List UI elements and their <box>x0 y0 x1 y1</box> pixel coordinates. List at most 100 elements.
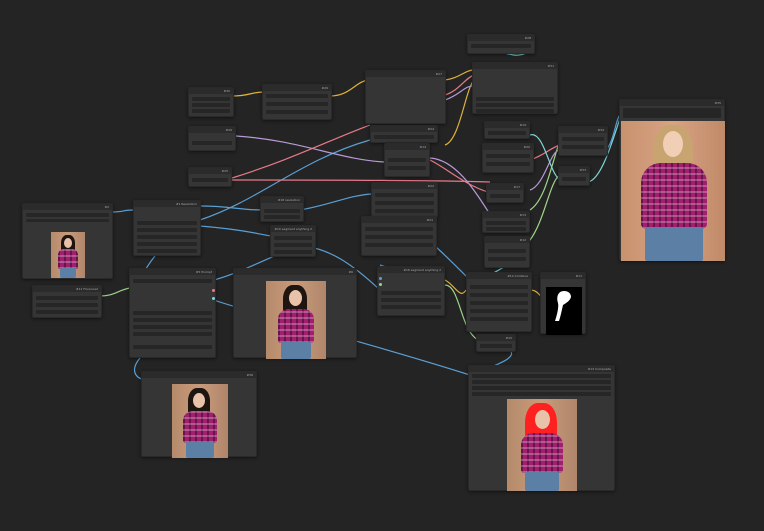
widget-row[interactable] <box>562 137 604 141</box>
widget-row[interactable] <box>133 318 212 322</box>
node-small-right-1[interactable]: #34 <box>558 126 608 156</box>
widget-row[interactable] <box>137 235 197 239</box>
node-preview-main[interactable]: #6 <box>233 268 357 359</box>
widget-row[interactable] <box>266 94 328 98</box>
widget-row[interactable] <box>486 154 530 158</box>
widget-row[interactable] <box>488 249 526 253</box>
widget-row[interactable] <box>472 386 611 390</box>
node-small-a[interactable]: #29 <box>188 126 236 151</box>
node-small-bottom[interactable]: #15 <box>476 334 516 352</box>
widget-row[interactable] <box>486 221 526 225</box>
widget-row[interactable] <box>274 236 312 240</box>
widget-row[interactable] <box>381 291 441 295</box>
node-processor[interactable]: #5 Prompt <box>129 268 216 358</box>
node-small-b[interactable]: #25 <box>188 167 232 187</box>
widget-row[interactable] <box>365 243 433 247</box>
widget-row[interactable] <box>137 228 197 232</box>
node-image-input[interactable]: #2 <box>22 203 113 279</box>
widget-row[interactable] <box>36 296 98 300</box>
widget-row[interactable] <box>472 374 611 378</box>
widget-row[interactable] <box>192 141 232 145</box>
widget-row[interactable] <box>192 109 230 113</box>
node-load-1[interactable]: #30 <box>188 87 234 117</box>
node-right-top[interactable]: #31 <box>472 62 558 114</box>
widget-row[interactable] <box>470 309 528 313</box>
widget-row[interactable] <box>470 301 528 305</box>
widget-row[interactable] <box>476 97 554 101</box>
widget-row[interactable] <box>137 221 197 225</box>
widget-row[interactable] <box>264 215 300 219</box>
widget-row[interactable] <box>266 102 328 106</box>
node-mid-2[interactable]: #22 <box>371 182 438 218</box>
widget-row[interactable] <box>375 193 434 197</box>
widget-row[interactable] <box>133 279 212 283</box>
node-load-2[interactable]: #26 <box>262 84 332 120</box>
node-segment-anything-1[interactable]: #10 segment anything 2 <box>270 225 316 257</box>
widget-row[interactable] <box>488 257 526 261</box>
widget-row[interactable] <box>623 108 721 118</box>
widget-row[interactable] <box>274 250 312 254</box>
node-composite[interactable]: #13 Composite <box>468 365 615 491</box>
widget-row[interactable] <box>264 209 300 213</box>
node-right-stack-5[interactable]: #12 <box>484 236 530 268</box>
widget-row[interactable] <box>137 242 197 246</box>
node-mid-1[interactable]: #14 <box>384 143 430 177</box>
node-resolution[interactable]: #1 Resolution <box>133 200 201 256</box>
widget-row[interactable] <box>192 97 230 101</box>
widget-row[interactable] <box>133 311 212 315</box>
widget-row[interactable] <box>133 325 212 329</box>
node-small-right-2[interactable]: #33 <box>558 166 590 186</box>
node-small-c[interactable]: #24 <box>370 125 438 143</box>
node-mask-preview[interactable]: #11 <box>540 272 586 335</box>
widget-row[interactable] <box>36 303 98 307</box>
widget-row[interactable] <box>472 392 611 396</box>
widget-row[interactable] <box>36 310 98 314</box>
node-mid-3[interactable]: #21 <box>361 216 437 256</box>
widget-row[interactable] <box>470 293 528 297</box>
node-top-small[interactable]: #28 <box>467 34 535 54</box>
node-big-center[interactable]: #27 <box>365 70 446 124</box>
widget-row[interactable] <box>374 135 434 139</box>
node-preview-low[interactable]: #36 <box>141 371 257 458</box>
widget-row[interactable] <box>26 219 109 222</box>
widget-row[interactable] <box>562 145 604 149</box>
widget-row[interactable] <box>471 44 531 48</box>
widget-row[interactable] <box>192 103 230 107</box>
widget-row[interactable] <box>388 166 426 170</box>
widget-row[interactable] <box>133 345 212 349</box>
widget-row[interactable] <box>388 158 426 162</box>
widget-row[interactable] <box>486 162 530 166</box>
node-right-stack-2[interactable]: #20 <box>482 143 534 173</box>
node-segment-anything-3[interactable]: #16 segment anything 2 <box>377 266 445 316</box>
widget-row[interactable] <box>476 103 554 107</box>
widget-row[interactable] <box>137 249 197 253</box>
widget-row[interactable] <box>488 131 526 135</box>
widget-row[interactable] <box>470 317 528 321</box>
widget-row[interactable] <box>365 227 433 231</box>
node-output-top[interactable]: #35 <box>619 99 725 261</box>
widget-row[interactable] <box>133 332 212 336</box>
widget-row[interactable] <box>476 109 554 113</box>
node-florence2[interactable]: #11 Florence2 <box>32 285 102 318</box>
widget-row[interactable] <box>266 110 328 114</box>
node-right-stack-4[interactable]: #13 <box>482 211 530 233</box>
node-small-resolution[interactable]: #18 resolution <box>260 196 304 222</box>
widget-row[interactable] <box>480 344 512 348</box>
widget-row[interactable] <box>486 227 526 231</box>
widget-row[interactable] <box>192 178 228 182</box>
widget-row[interactable] <box>381 305 441 309</box>
widget-row[interactable] <box>562 177 586 181</box>
widget-row[interactable] <box>375 201 434 205</box>
widget-row[interactable] <box>381 298 441 302</box>
node-combine[interactable]: #14 Combine <box>466 272 532 332</box>
widget-row[interactable] <box>375 209 434 213</box>
widget-row[interactable] <box>490 194 520 198</box>
node-right-stack-1[interactable]: #19 <box>484 121 530 139</box>
widget-row[interactable] <box>274 243 312 247</box>
widget-row[interactable] <box>470 285 528 289</box>
node-right-stack-3[interactable]: #17 <box>486 183 524 203</box>
widget-row[interactable] <box>365 235 433 239</box>
widget-row[interactable] <box>26 213 109 217</box>
widget-row[interactable] <box>472 380 611 384</box>
